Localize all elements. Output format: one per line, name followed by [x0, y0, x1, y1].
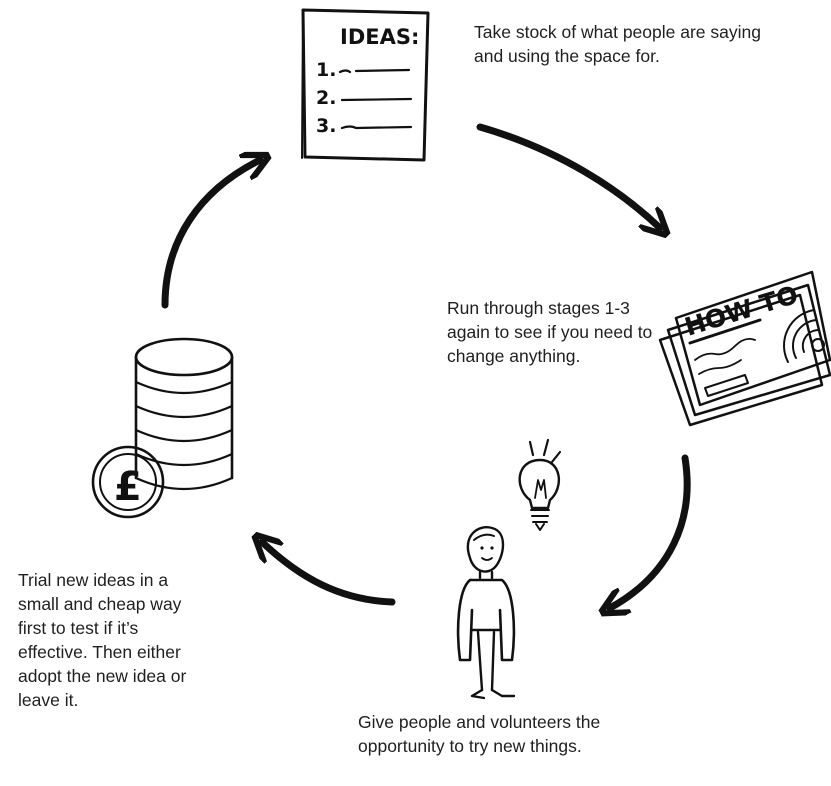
person-icon: [456, 526, 516, 700]
step-run-through-text: Run through stages 1-3 again to see if y…: [447, 298, 653, 366]
coin-stack-icon: [134, 337, 234, 491]
pound-coin-icon: £: [91, 445, 165, 519]
ideas-item-1: 1.: [316, 59, 336, 81]
ideas-title: IDEAS:: [340, 25, 419, 49]
cycle-arrow-icon: [262, 542, 396, 606]
light-bulb-icon: [518, 438, 562, 531]
how-to-newspaper-icon: HOW TO: [658, 270, 831, 427]
step-trial-ideas-text: Trial new ideas in a small and cheap way…: [18, 570, 187, 710]
cycle-arrow-icon: [161, 160, 260, 309]
cycle-arrow-icon: [610, 454, 691, 608]
pound-symbol: £: [114, 464, 142, 510]
ideas-list-icon: IDEAS: 1. 2. 3.: [301, 8, 430, 162]
step-take-stock-text: Take stock of what people are saying and…: [474, 22, 761, 66]
ideas-item-3: 3.: [316, 115, 336, 137]
step-give-people-text: Give people and volunteers the opportuni…: [358, 712, 601, 756]
cycle-arrow-icon: [476, 123, 660, 228]
ideas-item-2: 2.: [316, 87, 336, 109]
newspaper-headline: HOW TO: [681, 280, 801, 342]
